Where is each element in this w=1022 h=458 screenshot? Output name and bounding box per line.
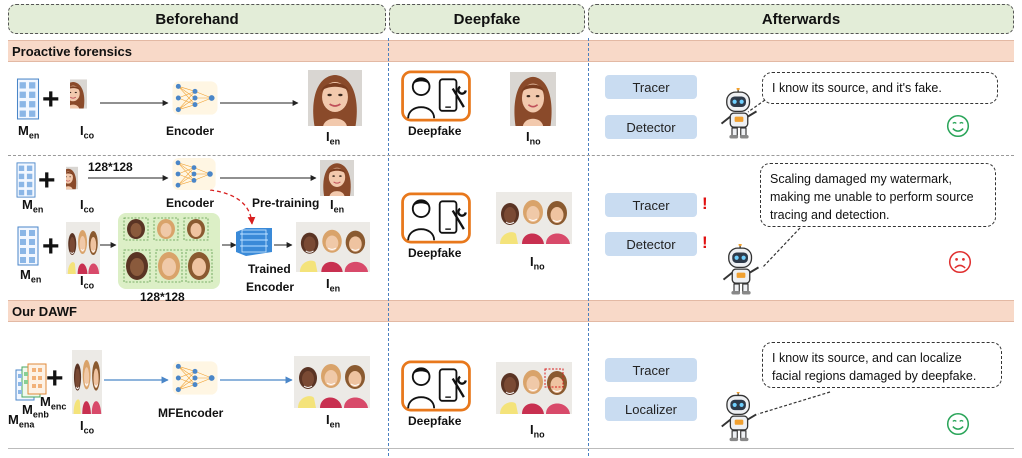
bubble-tail-3: [758, 392, 830, 414]
manipulated-image-row2: [496, 192, 572, 244]
label-ino-row1: Ino: [526, 129, 541, 147]
plus-icon: +: [46, 364, 64, 394]
label-ico-row3: Ico: [80, 418, 94, 436]
encoded-image-row1: [308, 70, 362, 126]
speech-bubble-row1: I know its source, and it's fake.: [762, 72, 998, 104]
bubble-tail-2: [762, 228, 800, 268]
label-men-row2b: Men: [20, 267, 41, 285]
label-ico-row2: Ico: [80, 197, 94, 215]
robot-icon: [718, 88, 760, 140]
watermark-grid-icon: [16, 226, 40, 266]
mfencoder-label: MFEncoder: [158, 406, 223, 420]
encoded-image-row2: [320, 160, 354, 196]
plus-icon: +: [42, 232, 60, 262]
label-ien-row1: Ien: [326, 129, 340, 147]
speech-bubble-row2: Scaling damaged my watermark, making me …: [760, 163, 996, 227]
trained-encoder-icon: [232, 224, 276, 260]
warning-mark-tracer: !: [702, 194, 708, 214]
label-men-row1: Men: [18, 123, 39, 141]
detector-tag-row1: Detector: [605, 115, 697, 139]
label-men-row2: Men: [22, 197, 43, 215]
label-ino-row2: Ino: [530, 254, 545, 272]
smile-icon: [946, 114, 970, 138]
localizer-tag-row3: Localizer: [605, 397, 697, 421]
localized-region-box: [544, 368, 564, 388]
warning-mark-detector: !: [702, 233, 708, 253]
size-label-row2b: 128*128: [140, 290, 185, 304]
cover-image-row3: [72, 350, 102, 414]
deepfake-icon: [400, 70, 472, 122]
cover-image-row1: [70, 68, 98, 120]
label-mena: Mena: [8, 412, 34, 430]
detector-tag-row2: Detector: [605, 232, 697, 256]
tracer-tag-row3: Tracer: [605, 358, 697, 382]
mfencoder-network-icon: [170, 358, 220, 398]
label-ico-row2b: Ico: [80, 273, 94, 291]
trained-encoder-label: Encoder: [246, 280, 294, 294]
encoder-network-icon: [170, 156, 218, 192]
tracer-tag-row2: Tracer: [605, 193, 697, 217]
label-ico-row1: Ico: [80, 123, 94, 141]
size-label-row2: 128*128: [88, 160, 133, 174]
pretraining-label: Pre-training: [252, 196, 319, 210]
deepfake-label-row1: Deepfake: [408, 124, 461, 138]
watermark-grid-icon: [16, 162, 36, 198]
frown-icon: [948, 250, 972, 274]
watermark-grid-icon: [16, 78, 40, 120]
robot-icon: [718, 392, 760, 442]
cover-image-row2b: [66, 222, 100, 274]
plus-icon: +: [42, 85, 60, 115]
label-ien-row2b: Ien: [326, 276, 340, 294]
speech-bubble-row3: I know its source, and can localize faci…: [762, 342, 1002, 388]
label-ien-row3: Ien: [326, 412, 340, 430]
deepfake-icon: [400, 360, 472, 412]
cover-image-row2: [66, 158, 86, 198]
encoder-label-row2: Encoder: [166, 196, 214, 210]
trained-label: Trained: [248, 262, 291, 276]
face-crops: [122, 216, 218, 286]
manipulated-image-row1: [510, 72, 556, 126]
plus-icon: +: [38, 166, 56, 196]
deepfake-label-row3: Deepfake: [408, 414, 461, 428]
encoder-network-icon: [170, 78, 220, 118]
label-ien-row2: Ien: [330, 197, 344, 215]
robot-icon: [720, 244, 762, 296]
deepfake-label-row2: Deepfake: [408, 246, 461, 260]
smile-icon: [946, 412, 970, 436]
deepfake-icon: [400, 192, 472, 244]
encoded-image-row2b: [296, 222, 370, 272]
tracer-tag-row1: Tracer: [605, 75, 697, 99]
encoded-image-row3: [294, 356, 370, 408]
label-ino-row3: Ino: [530, 422, 545, 440]
encoder-label-row1: Encoder: [166, 124, 214, 138]
